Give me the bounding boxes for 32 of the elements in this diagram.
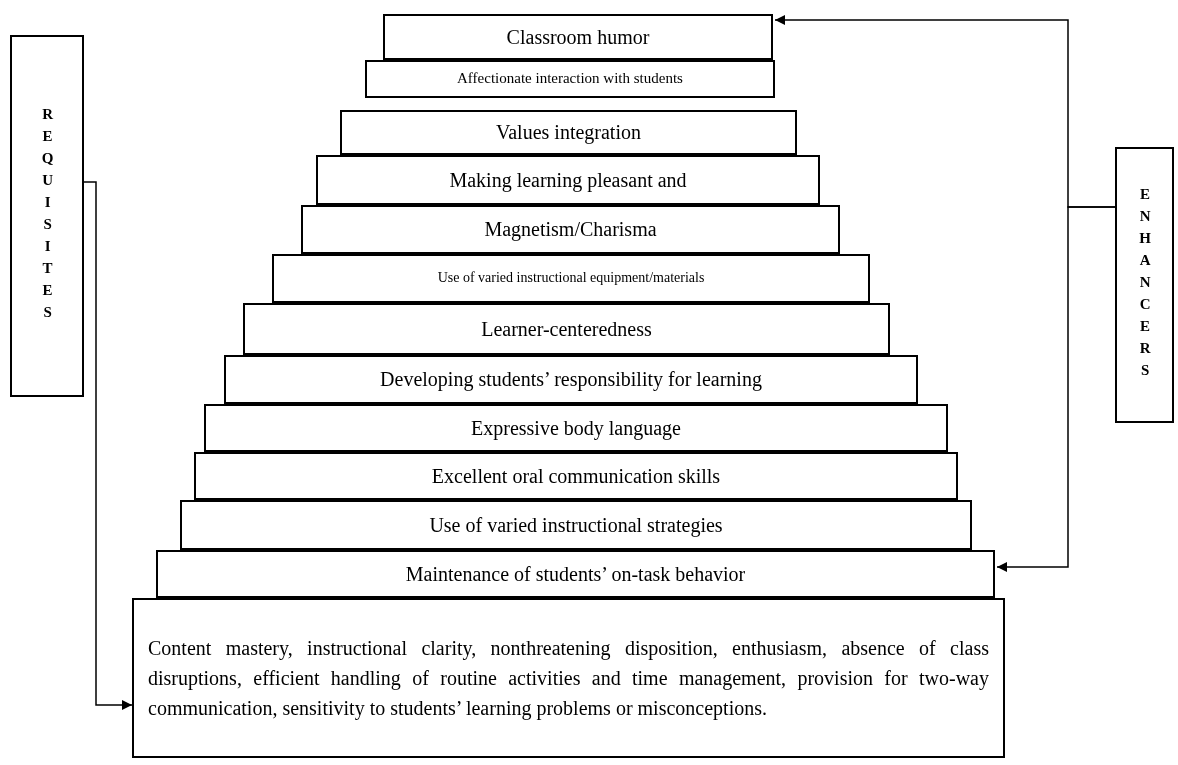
step-box <box>204 404 948 452</box>
step-box <box>383 14 773 60</box>
step-label: Learner-centeredness <box>481 317 652 341</box>
step-box <box>224 355 918 404</box>
step-box <box>180 500 972 550</box>
step-label: Use of varied instructional equipment/materials <box>437 270 705 287</box>
step-box <box>365 60 775 98</box>
step-box <box>272 254 870 303</box>
step-label: Expressive body language <box>471 416 681 440</box>
vertical-heading: ENHANCERS <box>1136 186 1154 384</box>
step-label: Maintenance of students’ on-task behavior <box>405 562 746 586</box>
step-label: Classroom humor <box>506 25 650 49</box>
side-label-box <box>10 35 84 397</box>
arrow <box>83 181 133 710</box>
step-box <box>316 155 820 205</box>
vertical-heading: REQUISITES <box>38 106 56 326</box>
step-box <box>243 303 890 355</box>
step-label: Excellent oral communication skills <box>431 464 721 488</box>
step-box <box>301 205 840 254</box>
step-box <box>340 110 797 155</box>
step-label: Making learning pleasant and <box>449 168 687 192</box>
step-label: Use of varied instructional strategies <box>429 513 723 537</box>
arrow <box>996 206 1116 572</box>
step-box <box>156 550 995 598</box>
base-box <box>132 598 1005 758</box>
step-label: Developing students’ responsibility for learning <box>380 368 762 391</box>
step-label: Affectionate interaction with students <box>457 70 683 88</box>
base-description: Content mastery, instructional clarity, nonthreatening disposition, enthusiasm, absence of class disruptions, efficient handling of routine activities and time management, provision for two-way communication, sensitivity to students’ learning problems or misconceptions. <box>147 636 990 722</box>
side-label-box <box>1115 147 1174 423</box>
step-label: Values integration <box>496 121 641 144</box>
step-box <box>194 452 958 500</box>
step-label: Magnetism/Charisma <box>484 218 657 241</box>
